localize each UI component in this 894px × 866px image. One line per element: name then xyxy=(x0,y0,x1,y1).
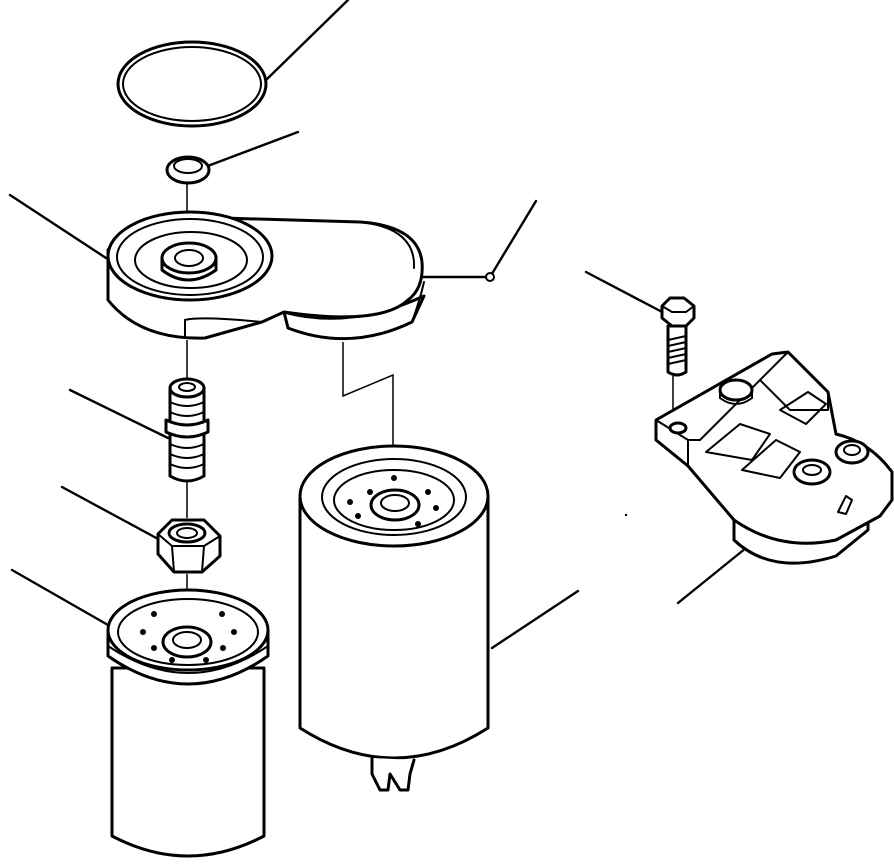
leader-filter-head-right xyxy=(420,199,538,279)
filter-head xyxy=(106,210,426,341)
mounting-bracket xyxy=(654,350,894,565)
holes-small xyxy=(140,611,237,663)
leader-o-ring xyxy=(264,0,350,82)
o-ring xyxy=(116,40,268,128)
holes-large xyxy=(347,475,439,527)
leader-filter-head-left xyxy=(8,193,108,260)
stray-dot xyxy=(624,513,628,517)
leader-dot xyxy=(485,272,495,282)
leader-bracket xyxy=(676,546,748,605)
hex-bolt xyxy=(660,296,696,377)
seal-washer xyxy=(165,155,211,185)
leader-nipple xyxy=(68,388,170,440)
fuel-filter-small xyxy=(106,588,270,858)
leader-lines xyxy=(8,0,748,650)
hex-nut xyxy=(156,518,222,574)
leader-seal-washer xyxy=(203,130,300,169)
fuel-filter-large xyxy=(298,444,490,792)
leader-small-filter xyxy=(10,568,110,627)
leader-large-filter xyxy=(490,589,580,650)
leader-nut xyxy=(60,485,162,542)
leader-bolt xyxy=(584,270,668,316)
connector-nipple xyxy=(164,377,210,483)
